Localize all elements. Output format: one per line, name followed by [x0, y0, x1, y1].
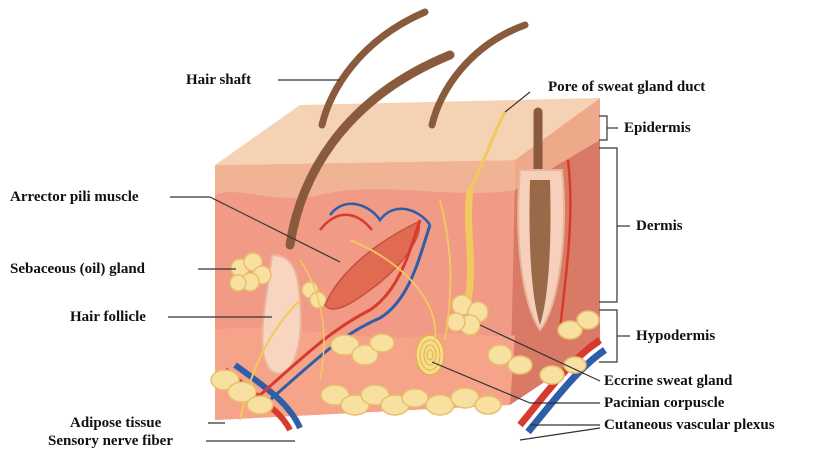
label-sensory-nerve-fiber: Sensory nerve fiber — [48, 432, 173, 450]
label-epidermis: Epidermis — [624, 119, 691, 137]
label-hair-shaft: Hair shaft — [186, 71, 251, 89]
label-eccrine-sweat-gland: Eccrine sweat gland — [604, 372, 732, 390]
label-adipose-tissue: Adipose tissue — [70, 414, 161, 432]
layer-brackets — [599, 116, 630, 362]
pacinian-corpuscle — [416, 335, 444, 375]
label-pore-of-sweat-gland-duct: Pore of sweat gland duct — [548, 78, 705, 96]
label-pacinian-corpuscle: Pacinian corpuscle — [604, 394, 724, 412]
label-dermis: Dermis — [636, 217, 683, 235]
label-arrector-pili-muscle: Arrector pili muscle — [10, 188, 139, 206]
label-hypodermis: Hypodermis — [636, 327, 715, 345]
label-cutaneous-vascular-plexus: Cutaneous vascular plexus — [604, 416, 775, 434]
label-sebaceous-gland: Sebaceous (oil) gland — [10, 260, 145, 278]
label-hair-follicle: Hair follicle — [70, 308, 146, 326]
sweat-gland-duct — [468, 190, 471, 300]
